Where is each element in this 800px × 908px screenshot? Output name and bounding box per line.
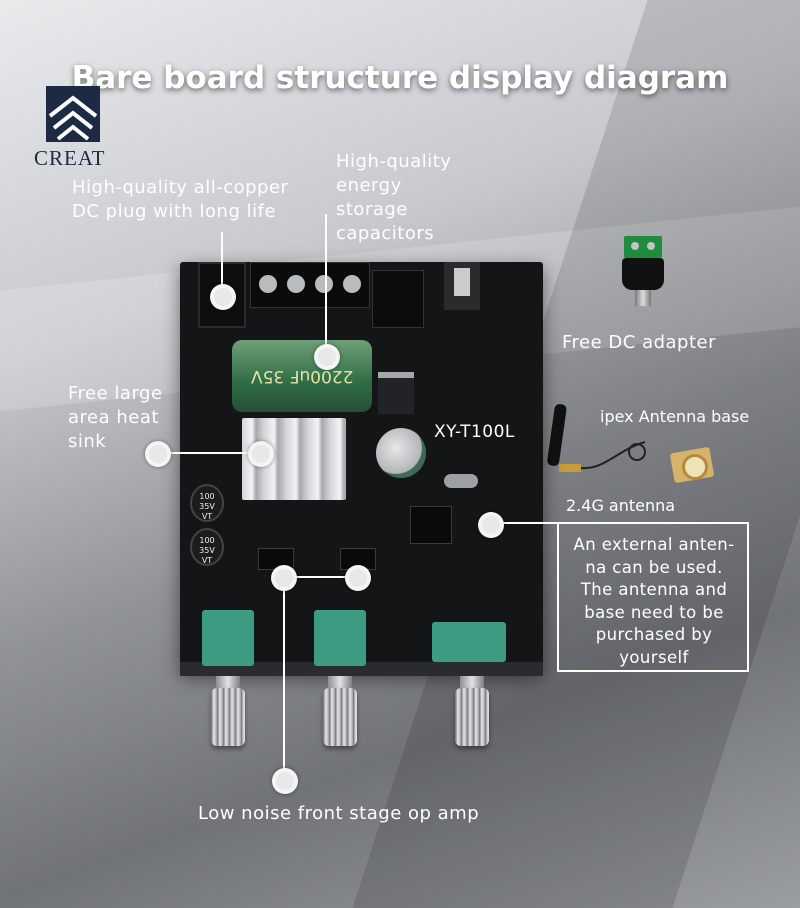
dc-adapter-image	[620, 236, 666, 306]
op-amp-callout: Low noise front stage op amp	[198, 803, 480, 824]
note-line-6: yourself	[619, 647, 689, 667]
antenna-image	[547, 404, 646, 472]
dc-plug-callout-line1: High-quality all-copper	[72, 177, 289, 198]
note-line-2: na can be used.	[585, 557, 723, 577]
power-switch	[444, 262, 480, 310]
capacitors-callout-line4: capacitors	[336, 223, 435, 244]
small-capacitor-2: 100 35V VT	[190, 528, 224, 566]
capacitors-callout-line2: energy	[336, 175, 402, 196]
note-line-4: base need to be	[584, 602, 724, 622]
antenna-callout: 2.4G antenna	[566, 496, 676, 515]
antenna-marker-dot	[478, 512, 504, 538]
heat-sink-callout-line1: Free large	[68, 383, 163, 404]
page-title: Bare board structure display diagram	[71, 60, 729, 96]
heat-sink-callout-line2: area heat	[68, 407, 159, 428]
small-capacitor-1-value: 100	[199, 492, 215, 501]
knob-2	[323, 688, 357, 746]
note-line-1: An external anten-	[573, 535, 735, 554]
dc-plug-callout-line2: DC plug with long life	[72, 201, 277, 222]
heat-sink-marker-dot	[145, 441, 171, 467]
ipex-base-callout: ipex Antenna base	[600, 407, 750, 426]
heat-sink-board-marker-dot	[248, 441, 274, 467]
potentiometer-1	[202, 610, 254, 666]
op-amp-marker-dot-1	[271, 565, 297, 591]
ipex-base-image	[666, 442, 718, 486]
filter-capacitor	[376, 428, 426, 478]
crystal	[444, 474, 478, 488]
note-line-3: The antenna and	[580, 580, 728, 599]
capacitors-leader-line	[325, 214, 327, 350]
brand-logo-icon	[46, 86, 100, 142]
op-amp-leader-line-h	[282, 576, 358, 578]
small-capacitor-1-voltage: 35V	[199, 502, 215, 511]
board-model-label: XY-T100L	[434, 422, 515, 442]
small-capacitor-1: 100 35V VT	[190, 484, 224, 522]
heat-sink-leader-line	[160, 452, 260, 454]
dc-adapter-callout: Free DC adapter	[562, 332, 717, 353]
note-line-5: purchased by	[595, 625, 713, 644]
small-capacitor-2-series: VT	[201, 556, 213, 565]
knob-1	[211, 688, 245, 746]
voltage-regulator	[378, 372, 414, 414]
op-amp-marker-dot-2	[345, 565, 371, 591]
potentiometer-2	[314, 610, 366, 666]
brand-name: CREAT	[34, 146, 106, 170]
external-antenna-note-box	[557, 522, 749, 672]
capacitors-marker-dot	[314, 344, 340, 370]
small-capacitor-1-series: VT	[201, 512, 213, 521]
heat-sink-callout-line3: sink	[68, 431, 107, 452]
op-amp-leader-line-v	[283, 576, 285, 776]
amplifier-board	[180, 262, 543, 672]
dc-plug-leader-line	[221, 232, 223, 290]
board-edge	[180, 662, 543, 676]
big-capacitor: 2200uF 35V	[232, 340, 372, 412]
small-capacitor-2-voltage: 35V	[199, 546, 215, 555]
dc-plug-marker-dot	[210, 284, 236, 310]
audio-jack	[372, 270, 424, 328]
small-capacitor-2-value: 100	[199, 536, 215, 545]
capacitors-callout-line1: High-quality	[336, 151, 452, 172]
knob-3	[455, 688, 489, 746]
potentiometer-3	[432, 622, 506, 662]
terminal-block	[250, 262, 370, 308]
op-amp-bottom-marker-dot	[272, 768, 298, 794]
amplifier-chip	[410, 506, 452, 544]
external-antenna-note: An external anten- na can be used. The a…	[562, 534, 746, 669]
capacitors-callout-line3: storage	[336, 199, 408, 220]
antenna-leader-line	[490, 522, 558, 524]
big-capacitor-label: 2200uF 35V	[250, 366, 354, 386]
